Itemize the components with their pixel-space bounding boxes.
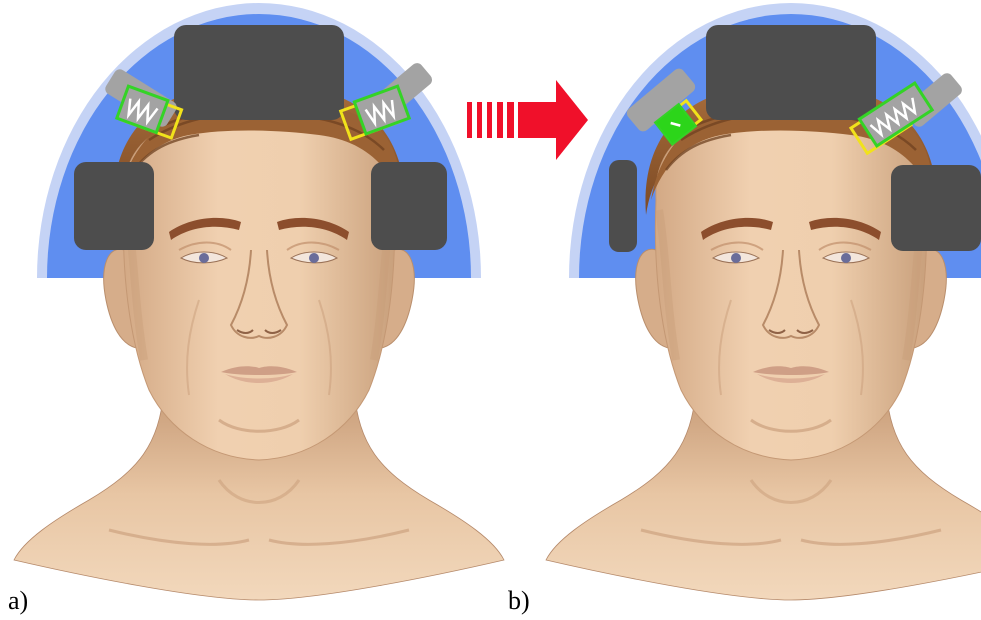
right-side-pad	[371, 162, 447, 250]
panel-label-b: b)	[508, 586, 530, 616]
left-side-pad	[609, 160, 637, 252]
arrow-right-icon	[467, 80, 588, 160]
left-side-pad	[74, 162, 154, 250]
panel-a	[14, 3, 504, 600]
panel-label-a: a)	[8, 586, 28, 616]
right-side-pad	[891, 165, 981, 251]
panel-b	[546, 3, 981, 600]
